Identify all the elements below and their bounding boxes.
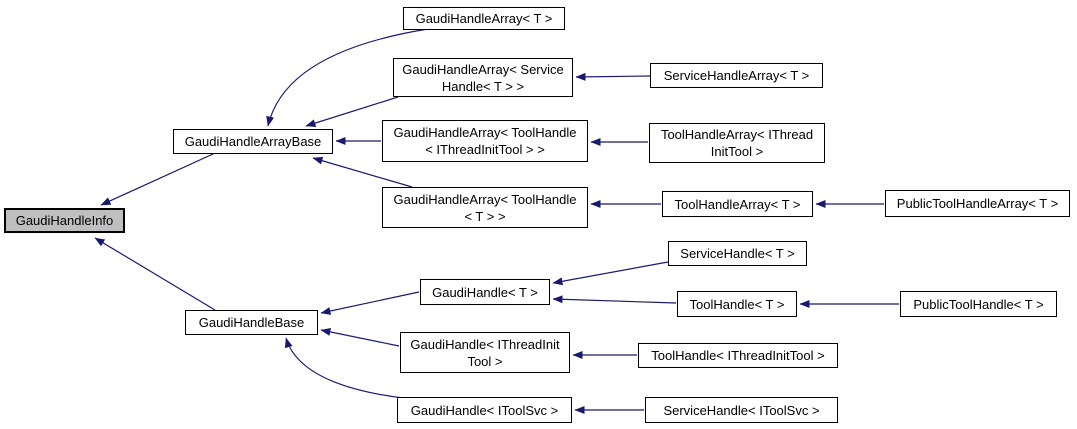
node-label: GaudiHandle< IThreadInit Tool > [410, 336, 560, 369]
node-tool-handle-ithreadinittool[interactable]: ToolHandle< IThreadInitTool > [638, 343, 838, 368]
node-gaudi-handle-t[interactable]: GaudiHandle< T > [420, 279, 550, 305]
node-label: GaudiHandle< T > [432, 284, 538, 300]
node-label: GaudiHandle< IToolSvc > [410, 402, 559, 418]
edge-gaudihandlearray-t-to-gaudihandlearraybase [266, 28, 429, 127]
node-label: ToolHandleArray< T > [674, 196, 801, 212]
node-service-handle-array-t[interactable]: ServiceHandleArray< T > [650, 63, 823, 88]
node-gaudi-handle-base[interactable]: GaudiHandleBase [185, 310, 318, 335]
edge-servicehandlearray-t-to-gaudihandlearray-servicehandle [575, 72, 651, 81]
node-label: ServiceHandle< T > [680, 246, 795, 261]
node-service-handle-itoolsvc[interactable]: ServiceHandle< IToolSvc > [645, 397, 838, 423]
node-gaudi-handle-info: GaudiHandleInfo [4, 208, 125, 233]
node-label: GaudiHandleInfo [15, 213, 114, 228]
node-label: GaudiHandleBase [198, 315, 305, 330]
edge-gaudihandlearraybase-to-gaudihandleinfo [100, 153, 214, 206]
node-tool-handle-array-t[interactable]: ToolHandleArray< T > [662, 191, 813, 217]
node-label: ToolHandle< IThreadInitTool > [651, 348, 825, 363]
node-label: GaudiHandleArray< ToolHandle < T > > [393, 191, 577, 224]
node-label: GaudiHandleArray< ToolHandle < IThreadIn… [393, 125, 577, 157]
edge-gaudihandlearray-servicehandle-to-gaudihandlearraybase [305, 96, 399, 127]
edge-gaudihandle-itoolsvc-to-gaudihandlebase [284, 337, 404, 399]
edge-gaudihandle-t-to-gaudihandlebase [320, 291, 420, 315]
edge-servicehandle-t-to-gaudihandle-t [552, 261, 669, 286]
node-tool-handle-t[interactable]: ToolHandle< T > [677, 291, 797, 317]
node-gaudi-handle-ithreadinittool[interactable]: GaudiHandle< IThreadInit Tool > [400, 332, 570, 373]
node-service-handle-t[interactable]: ServiceHandle< T > [668, 241, 807, 266]
node-tool-handle-array-ithreadinittool[interactable]: ToolHandleArray< IThread InitTool > [649, 123, 825, 163]
node-gaudi-handle-itoolsvc[interactable]: GaudiHandle< IToolSvc > [397, 397, 572, 423]
edge-gaudihandlearray-toolhandle-t-to-gaudihandlearraybase [312, 156, 413, 188]
node-gaudi-handle-array-tool-handle-ithreadinittool[interactable]: GaudiHandleArray< ToolHandle < IThreadIn… [382, 120, 588, 162]
node-label: PublicToolHandleArray< T > [896, 196, 1059, 211]
node-label: ToolHandleArray< IThread InitTool > [660, 127, 814, 159]
node-label: ServiceHandleArray< T > [663, 68, 810, 83]
edge-toolhandle-t-to-gaudihandle-t [552, 295, 677, 304]
node-gaudi-handle-array-t[interactable]: GaudiHandleArray< T > [403, 7, 565, 30]
node-label: ServiceHandle< IToolSvc > [663, 402, 820, 418]
node-label: GaudiHandleArrayBase [184, 134, 322, 149]
node-label: PublicToolHandle< T > [913, 296, 1044, 312]
node-label: ToolHandle< T > [689, 296, 785, 312]
node-gaudi-handle-array-base[interactable]: GaudiHandleArrayBase [173, 129, 333, 154]
node-public-tool-handle-array-t[interactable]: PublicToolHandleArray< T > [885, 190, 1070, 217]
node-gaudi-handle-array-tool-handle-t[interactable]: GaudiHandleArray< ToolHandle < T > > [382, 187, 588, 228]
node-public-tool-handle-t[interactable]: PublicToolHandle< T > [900, 291, 1057, 317]
node-label: GaudiHandleArray< Service Handle< T > > [402, 61, 564, 94]
edge-gaudihandlebase-to-gaudihandleinfo [94, 237, 216, 311]
edge-gaudihandle-ithreadinittool-to-gaudihandlebase [320, 327, 400, 347]
node-label: GaudiHandleArray< T > [415, 11, 553, 26]
node-gaudi-handle-array-service-handle-t[interactable]: GaudiHandleArray< Service Handle< T > > [393, 58, 573, 97]
